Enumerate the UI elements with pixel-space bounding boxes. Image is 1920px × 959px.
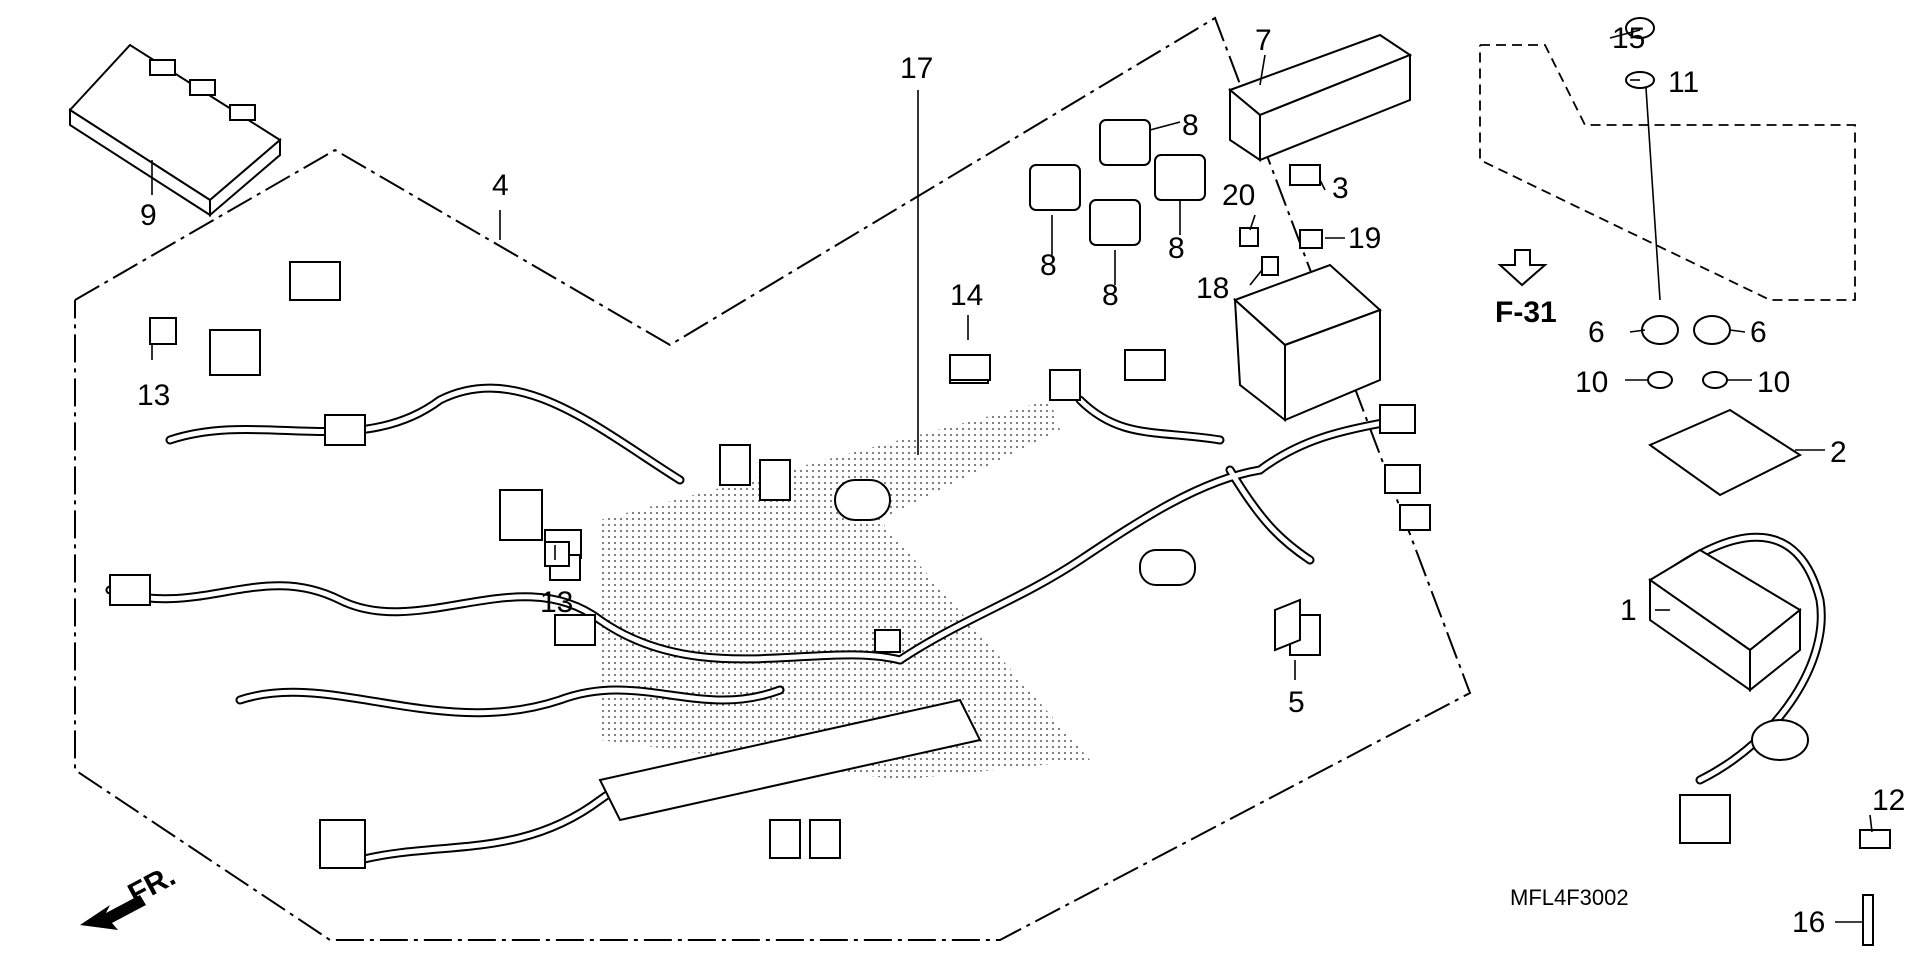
fuse-box — [1233, 263, 1382, 423]
label-8b: 8 — [1040, 249, 1057, 282]
label-14: 14 — [950, 279, 983, 312]
harness-shading — [600, 400, 1090, 780]
connectors — [109, 261, 1431, 869]
label-7: 7 — [1255, 24, 1272, 57]
leader-lines — [151, 29, 1873, 923]
label-8d: 8 — [1168, 232, 1185, 265]
diagram-code: MFL4F3002 — [1510, 885, 1629, 910]
small-parts — [544, 17, 1655, 652]
label-6a: 6 — [1588, 316, 1605, 349]
label-2: 2 — [1830, 436, 1847, 469]
f31-arrow-icon — [1497, 249, 1548, 287]
regulator-assembly — [1641, 315, 1891, 946]
fuse-box-lid-7 — [1228, 33, 1413, 162]
section-reference: F-31 — [1495, 296, 1557, 329]
module-9 — [68, 43, 282, 218]
label-6b: 6 — [1750, 316, 1767, 349]
label-5: 5 — [1288, 686, 1305, 719]
harness-trunk — [598, 698, 982, 822]
label-10b: 10 — [1757, 366, 1790, 399]
label-9: 9 — [140, 199, 157, 232]
label-15: 15 — [1612, 22, 1645, 55]
label-12: 12 — [1872, 784, 1905, 817]
harness-outline — [74, 16, 1472, 941]
label-3: 3 — [1332, 172, 1349, 205]
front-arrow-icon — [80, 895, 146, 930]
fuse-detail-outline — [1479, 44, 1856, 301]
label-4: 4 — [492, 169, 509, 202]
label-18: 18 — [1196, 272, 1229, 305]
label-8c: 8 — [1102, 279, 1119, 312]
label-20: 20 — [1222, 179, 1255, 212]
label-13a: 13 — [137, 379, 170, 412]
label-17: 17 — [900, 52, 933, 85]
label-10a: 10 — [1575, 366, 1608, 399]
label-13b: 13 — [540, 586, 573, 619]
label-19: 19 — [1348, 222, 1381, 255]
label-16: 16 — [1792, 906, 1825, 939]
label-1: 1 — [1620, 594, 1637, 627]
label-8a: 8 — [1182, 109, 1199, 142]
label-11: 11 — [1668, 66, 1699, 99]
relays-8 — [1029, 119, 1206, 246]
